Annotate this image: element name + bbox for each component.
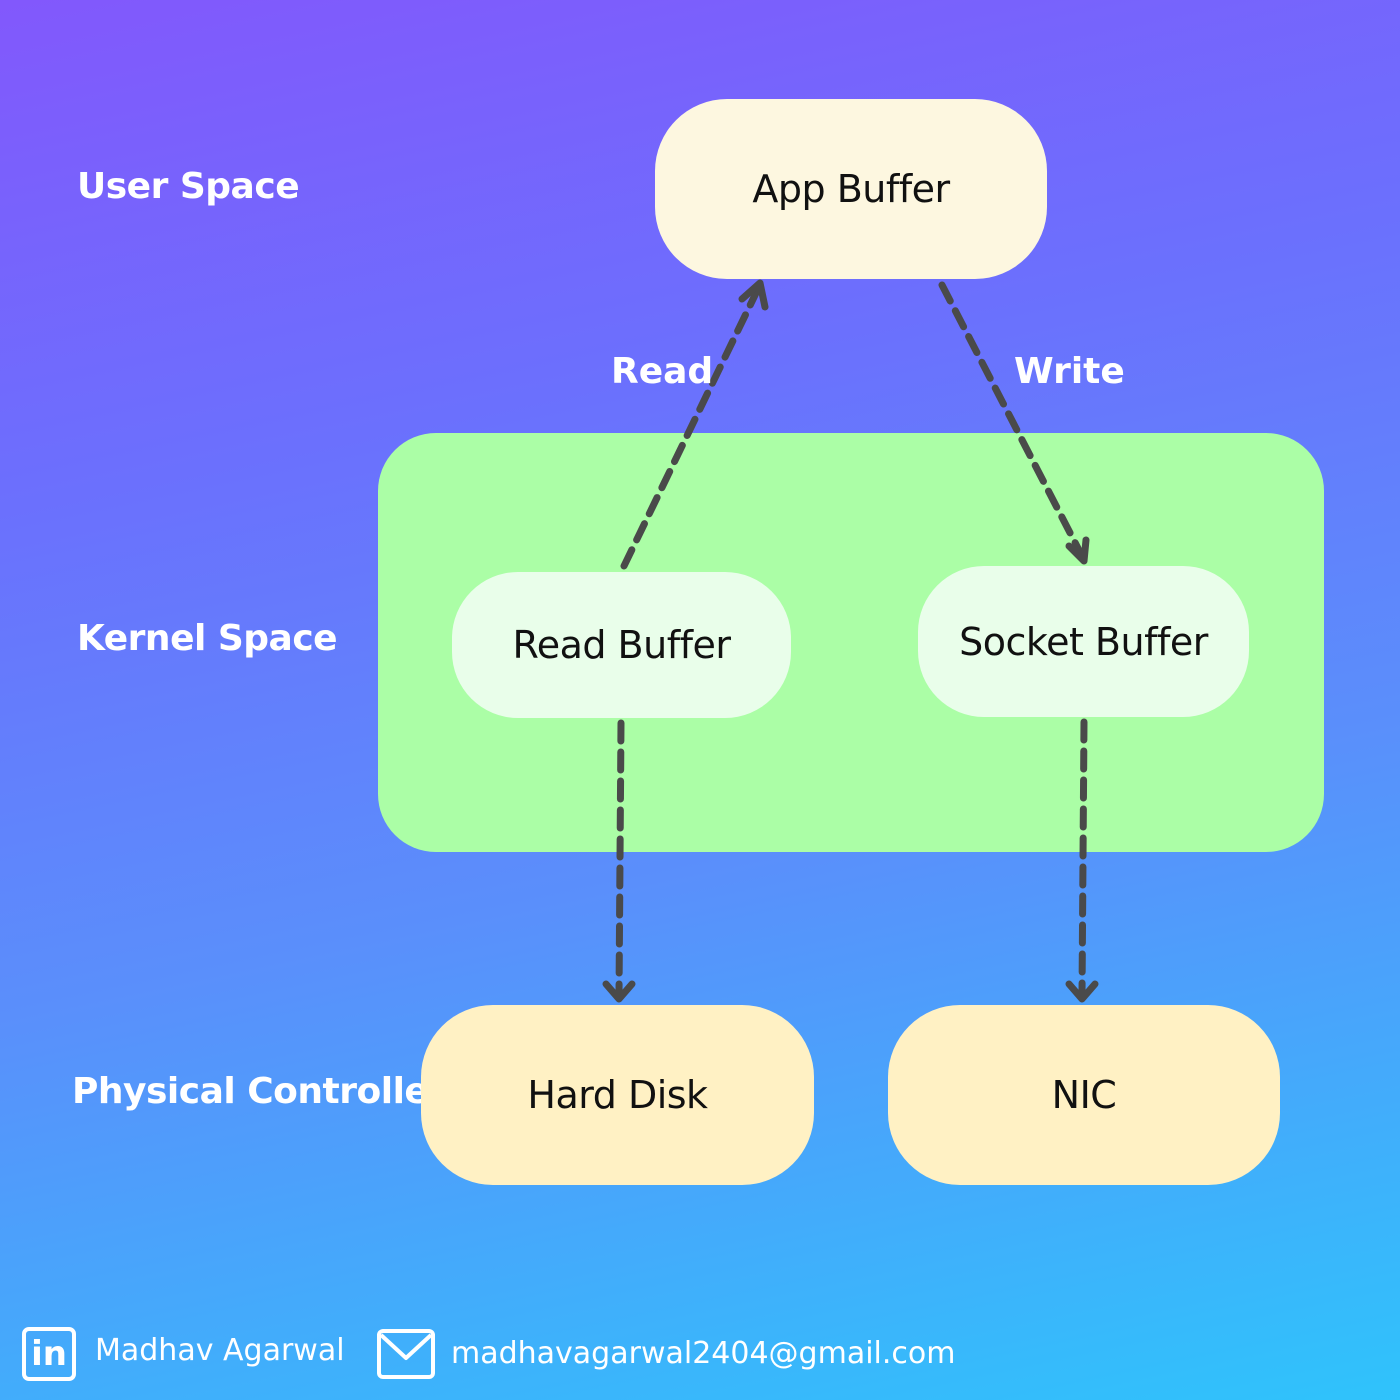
app-buffer-node: App Buffer bbox=[655, 99, 1047, 279]
read-arrow bbox=[620, 287, 761, 570]
hard-disk-arrowhead bbox=[602, 980, 636, 1003]
author-email[interactable]: madhavagarwal2404@gmail.com bbox=[451, 1336, 956, 1371]
hard-disk-node: Hard Disk bbox=[421, 1005, 814, 1185]
socket-buffer-node: Socket Buffer bbox=[918, 566, 1249, 717]
read-arrowhead bbox=[738, 279, 769, 311]
physical-controller-label: Physical Controller bbox=[72, 1071, 446, 1112]
read-buffer-node: Read Buffer bbox=[452, 572, 791, 718]
read-buffer-to-hard-disk-arrow bbox=[615, 719, 625, 999]
mail-icon bbox=[377, 1329, 435, 1379]
write-arrowhead bbox=[1065, 536, 1090, 565]
write-edge-label: Write bbox=[1014, 351, 1125, 392]
kernel-space-label: Kernel Space bbox=[77, 618, 338, 659]
write-arrow bbox=[938, 281, 1086, 560]
socket-buffer-to-nic-arrow bbox=[1078, 718, 1088, 999]
author-name: Madhav Agarwal bbox=[95, 1333, 345, 1368]
user-space-label: User Space bbox=[77, 166, 300, 207]
nic-node: NIC bbox=[888, 1005, 1280, 1185]
read-edge-label: Read bbox=[611, 351, 714, 392]
nic-arrowhead bbox=[1065, 980, 1099, 1003]
linkedin-icon: in bbox=[22, 1327, 76, 1381]
